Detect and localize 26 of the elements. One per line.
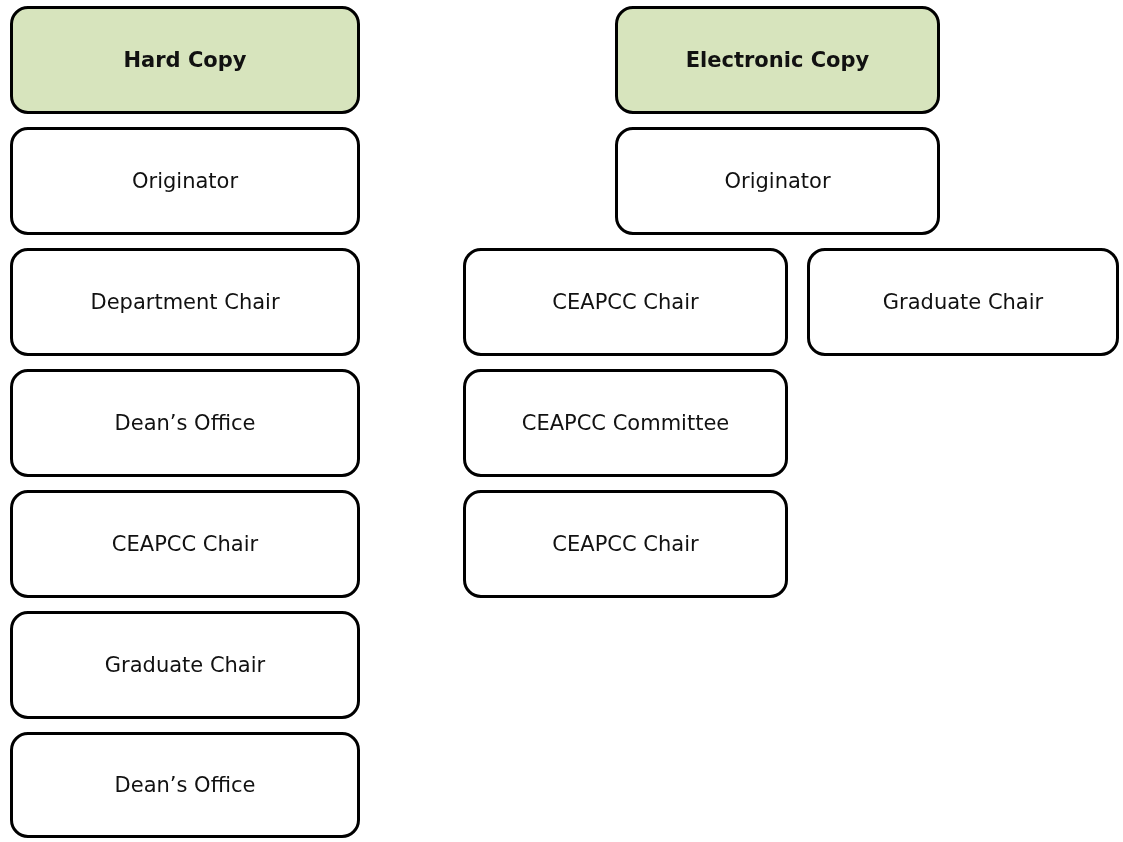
step-text: Originator (131, 169, 239, 193)
step-text: CEAPCC Committee (521, 411, 730, 435)
header-box (10, 6, 360, 114)
step-text: CEAPCC Chair (552, 290, 699, 314)
heading-text: Electronic Copy (685, 48, 870, 72)
process-box (10, 127, 360, 235)
heading-text: Hard Copy (123, 48, 247, 72)
step-text: Graduate Chair (104, 653, 266, 677)
step-text: Dean’s Office (114, 773, 256, 797)
process-box (10, 732, 360, 838)
step-text: Dean’s Office (114, 411, 256, 435)
process-box (10, 369, 360, 477)
process-box (10, 490, 360, 598)
process-box (10, 611, 360, 719)
step-text: Department Chair (90, 290, 280, 314)
process-box (10, 248, 360, 356)
step-text: CEAPCC Chair (552, 532, 699, 556)
step-text: Graduate Chair (882, 290, 1044, 314)
process-box (463, 490, 788, 598)
step-text: Originator (724, 169, 831, 193)
process-box (615, 127, 940, 235)
process-box (463, 369, 788, 477)
step-text: CEAPCC Chair (111, 532, 259, 556)
process-box (463, 248, 788, 356)
header-box (615, 6, 940, 114)
process-box (807, 248, 1119, 356)
